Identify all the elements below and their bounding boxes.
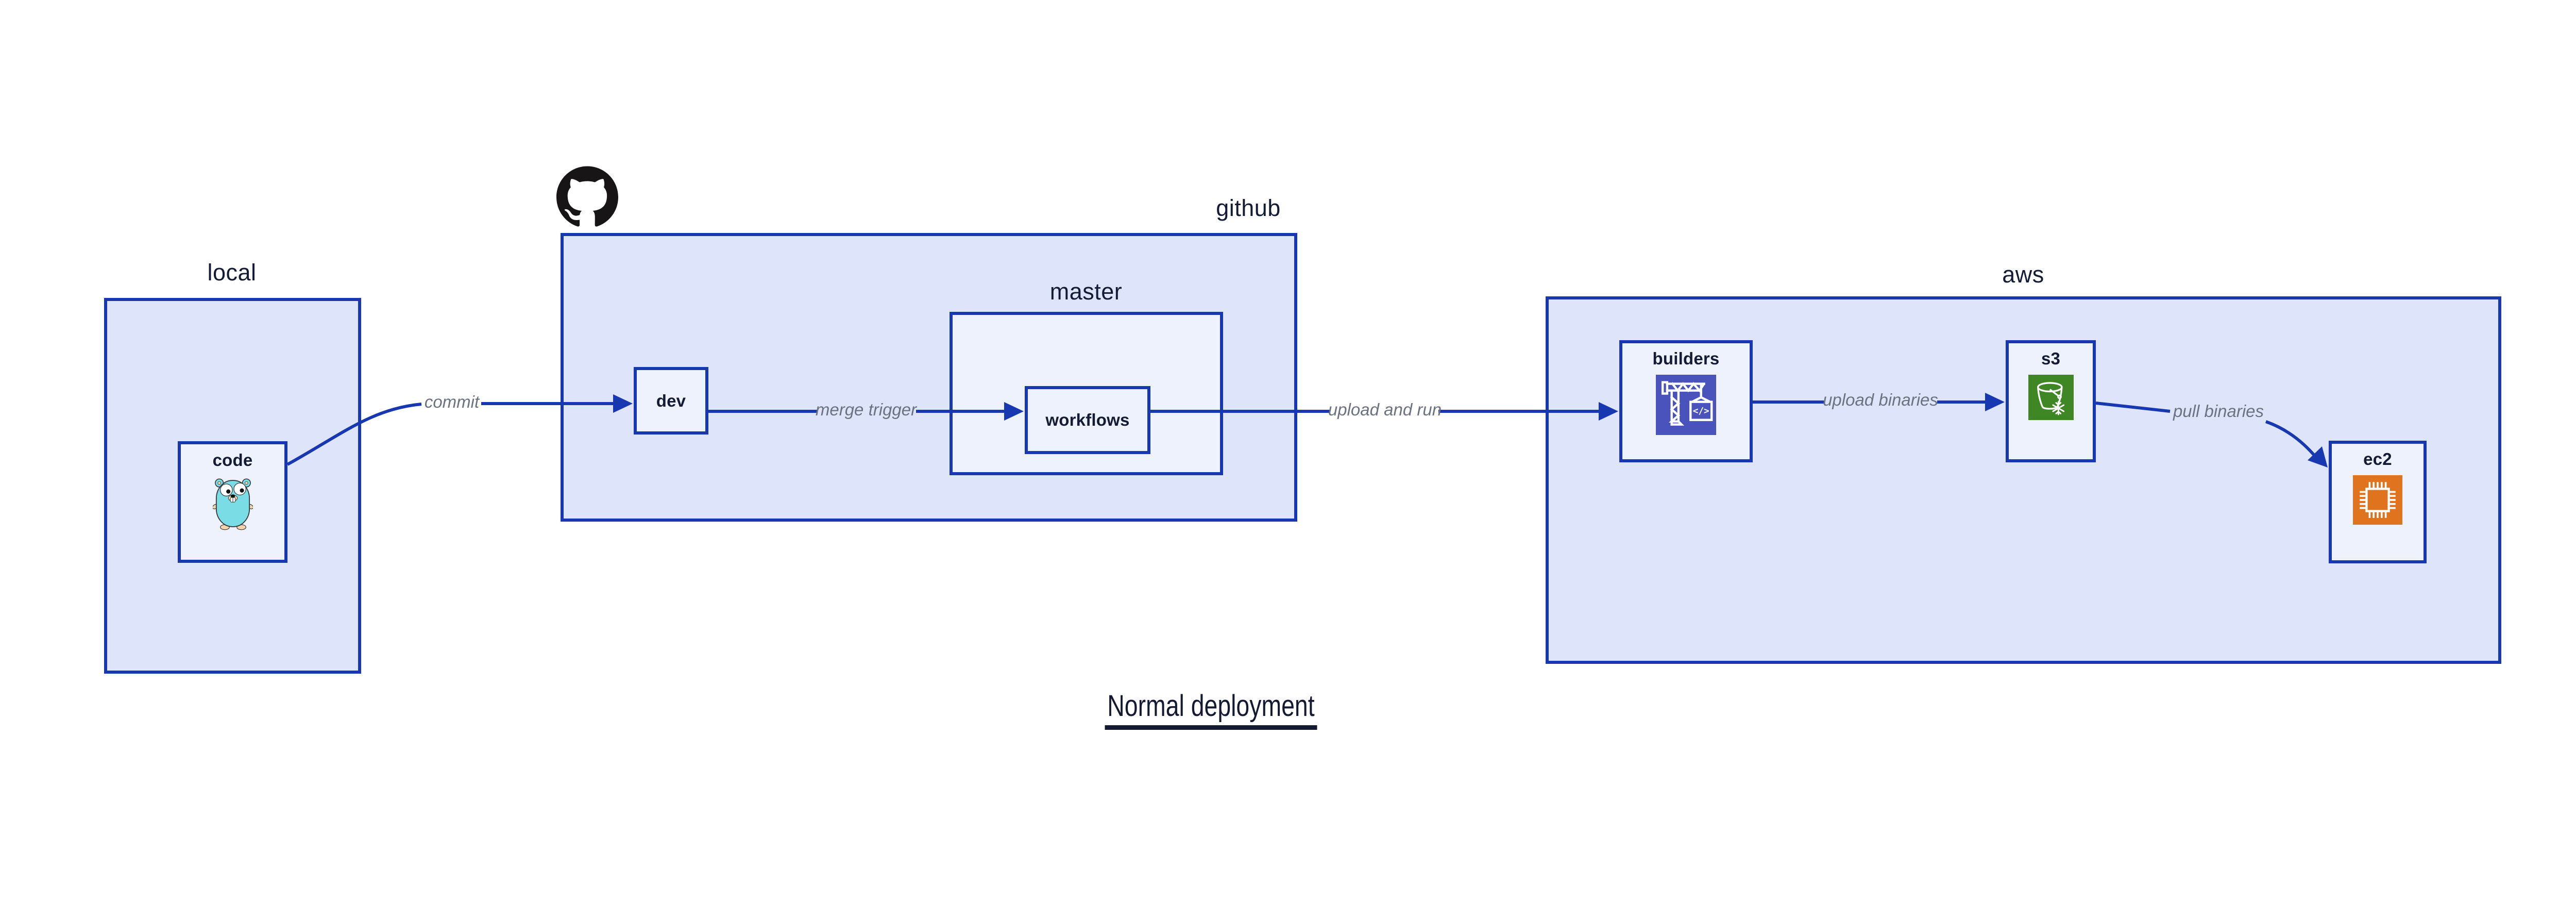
ec2-chip-icon [2353, 475, 2402, 525]
diagram-title-text: Normal deployment [1105, 689, 1317, 730]
github-octocat-logo [556, 166, 618, 227]
edge-upload-binaries-arrowhead [1985, 393, 2005, 411]
edge-label-merge-trigger: merge trigger [815, 400, 917, 419]
svg-text:</>: </> [1693, 406, 1709, 416]
node-s3: s3 [2006, 340, 2096, 462]
group-label-github: github [1216, 195, 1281, 221]
group-label-master: master [1049, 278, 1123, 305]
go-gopher-icon [212, 478, 253, 530]
node-label-code: code [212, 450, 253, 470]
edge-upload-and-run-arrowhead [1599, 402, 1618, 421]
node-workflows: workflows [1025, 386, 1150, 454]
node-label-dev: dev [656, 391, 686, 410]
edge-pull-binaries-line2 [2265, 420, 2318, 459]
edge-label-commit: commit [424, 392, 480, 411]
node-label-ec2: ec2 [2363, 449, 2392, 469]
codebuild-crane-icon: </> [1656, 375, 1716, 435]
group-label-aws: aws [2002, 261, 2044, 288]
node-ec2: ec2 [2329, 441, 2427, 563]
edge-commit-arrowhead [613, 394, 633, 413]
edge-pull-binaries-arrowhead [2308, 446, 2328, 467]
edge-merge-trigger-arrowhead [1004, 402, 1024, 421]
node-label-workflows: workflows [1045, 410, 1130, 429]
node-builders: builders </> [1619, 340, 1753, 462]
s3-bucket-icon [2028, 375, 2074, 420]
edge-label-upload-and-run: upload and run [1328, 400, 1442, 419]
node-label-builders: builders [1652, 349, 1720, 368]
edge-commit-line [286, 403, 422, 466]
edge-label-upload-binaries: upload binaries [1823, 390, 1938, 409]
node-code: code [178, 441, 287, 563]
group-label-local: local [207, 259, 257, 286]
node-dev: dev [634, 367, 708, 435]
node-label-s3: s3 [2041, 349, 2061, 368]
edge-label-pull-binaries: pull binaries [2173, 402, 2264, 421]
edge-pull-binaries-line [2095, 402, 2171, 413]
diagram-title: Normal deployment [1056, 689, 1365, 730]
